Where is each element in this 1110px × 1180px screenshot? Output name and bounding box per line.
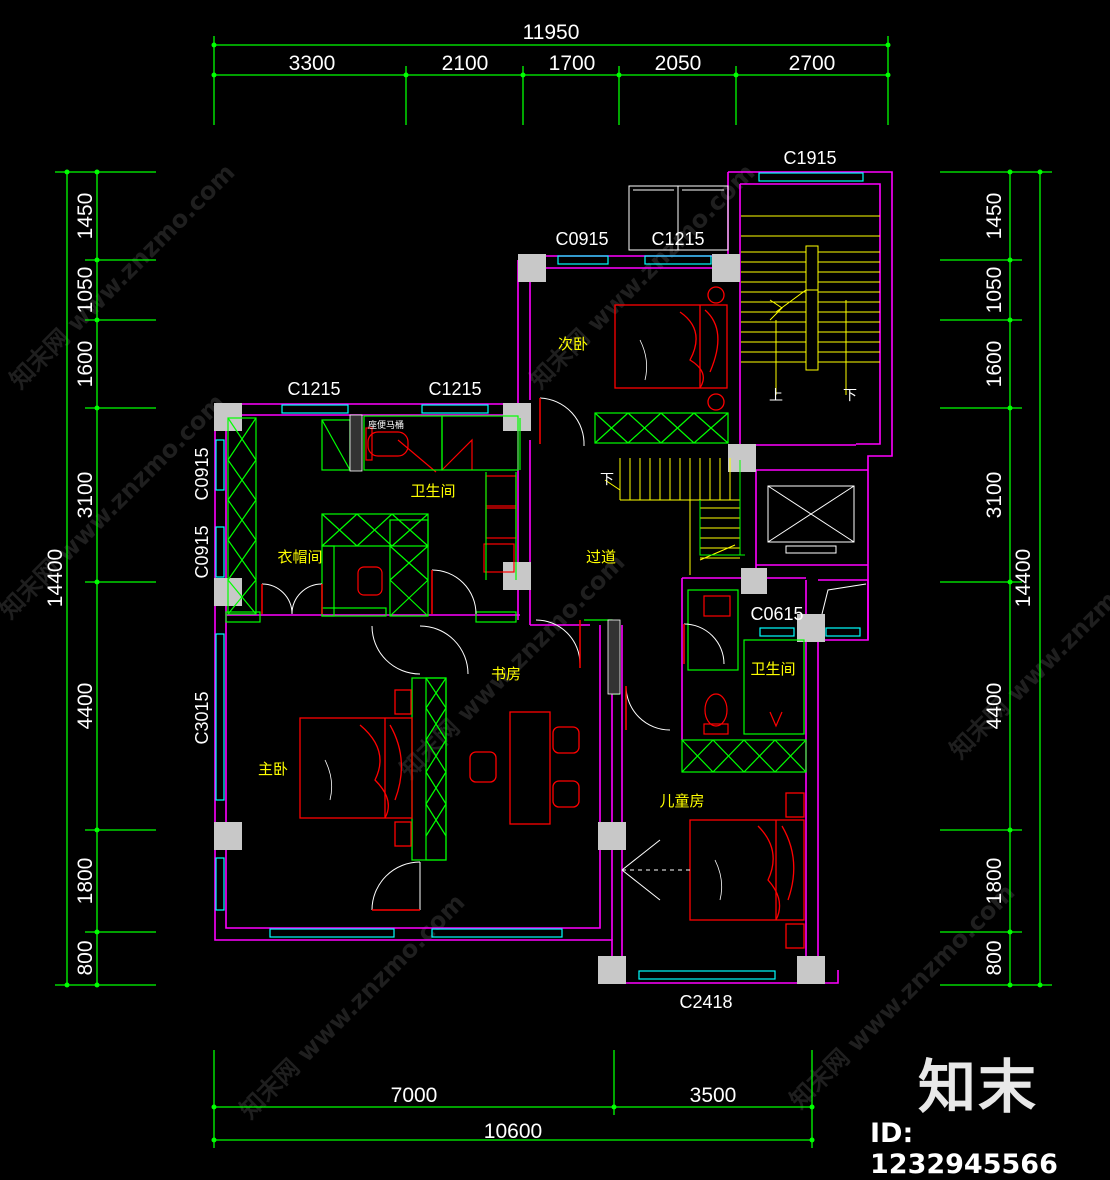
- dimension-ticks: [64, 42, 1043, 1143]
- window-label-c1215-top: C1215: [651, 229, 704, 249]
- dim-right-7: 800: [983, 940, 1006, 975]
- column-7: [503, 562, 531, 590]
- second-bedroom-wardrobe: [594, 412, 729, 444]
- watermark-text-1: 知末网 www.znzmo.com: [4, 158, 240, 394]
- bay-window: [628, 185, 729, 251]
- dim-left-6: 1800: [74, 858, 97, 905]
- brand-logo: 知末: [918, 1053, 1039, 1121]
- column-13: [797, 956, 825, 984]
- room-label-study: 书房: [491, 665, 521, 683]
- stair-down-label-2: 下: [600, 472, 614, 488]
- column-12: [598, 956, 626, 984]
- watermark-text-2: 知末网 www.znzmo.com: [0, 388, 230, 624]
- bathroom-2-sink-toilet: [703, 595, 783, 735]
- bathroom-1-partitions: [321, 415, 521, 580]
- stair-up-label: 上: [769, 388, 783, 404]
- door-leaves: [261, 398, 685, 911]
- closet-shelving: [225, 417, 517, 623]
- window-label-c1215-b: C1215: [428, 379, 481, 399]
- dim-left-4: 3100: [74, 472, 97, 519]
- dim-right-total: 14400: [1012, 549, 1035, 607]
- dim-right-3: 1600: [983, 341, 1006, 388]
- master-bed: [299, 689, 413, 847]
- window-label-c2418: C2418: [679, 992, 732, 1012]
- column-10: [214, 822, 242, 850]
- dim-bottom-2: 3500: [690, 1084, 737, 1107]
- dim-top-5: 2700: [789, 52, 836, 75]
- dim-right-2: 1050: [983, 267, 1006, 314]
- room-label-kids-room: 儿童房: [659, 792, 704, 810]
- dim-top-2: 2100: [442, 52, 489, 75]
- column-9: [797, 614, 825, 642]
- bathroom-2-fixtures: [681, 589, 807, 773]
- window-label-c1915: C1915: [783, 148, 836, 168]
- window-label-c0915-left-b: C0915: [192, 525, 212, 578]
- kids-bed: [689, 792, 805, 949]
- window-label-c0615: C0615: [750, 604, 803, 624]
- dim-top-3: 1700: [549, 52, 596, 75]
- column-8: [741, 568, 767, 594]
- room-label-bathroom-1: 卫生间: [410, 482, 455, 500]
- elevator-shaft: [767, 485, 867, 615]
- column-2: [712, 254, 740, 282]
- dim-bottom-1: 7000: [391, 1084, 438, 1107]
- columns: [214, 254, 825, 984]
- image-id: ID: 1232945566: [870, 1118, 1058, 1180]
- dim-top-total: 11950: [523, 21, 580, 44]
- window-label-c1215-a: C1215: [287, 379, 340, 399]
- stair-rails: [699, 460, 745, 556]
- dim-left-7: 800: [74, 940, 97, 975]
- dim-right-6: 1800: [983, 858, 1006, 905]
- bathroom-1-brick: [349, 414, 363, 472]
- dim-left-1: 1450: [74, 193, 97, 240]
- window-label-c0915-left-a: C0915: [192, 447, 212, 500]
- walls: [214, 171, 893, 984]
- dim-right-1: 1450: [983, 193, 1006, 240]
- dim-left-3: 1600: [74, 341, 97, 388]
- second-bedroom-bed: [614, 286, 728, 411]
- watermark-pattern: 知末网 www.znzmo.com 知末网 www.znzmo.com 知末网 …: [0, 158, 1110, 1124]
- bathroom-1-fixtures: [365, 427, 517, 573]
- column-4: [503, 403, 531, 431]
- closet-stool: [357, 566, 383, 596]
- dim-left-2: 1050: [74, 267, 97, 314]
- dim-left-5: 4400: [74, 683, 97, 730]
- column-11: [598, 822, 626, 850]
- study-furniture: [469, 711, 580, 825]
- room-label-corridor: 过道: [586, 548, 616, 566]
- room-label-closet: 衣帽间: [277, 548, 322, 566]
- dim-top-4: 2050: [655, 52, 702, 75]
- column-5: [728, 444, 756, 472]
- toilet-label: 座便马桶: [368, 419, 404, 431]
- study-brick: [607, 619, 621, 695]
- dim-left-total: 14400: [44, 549, 67, 607]
- dim-bottom-total: 10600: [484, 1120, 542, 1143]
- dim-right-5: 4400: [983, 683, 1006, 730]
- window-label-c3015: C3015: [192, 691, 212, 744]
- dim-right-4: 3100: [983, 472, 1006, 519]
- room-label-bathroom-2: 卫生间: [750, 660, 795, 678]
- doors: [261, 397, 725, 911]
- dimension-lines: [55, 36, 1052, 1148]
- column-1: [518, 254, 546, 282]
- window-label-c0915-top: C0915: [555, 229, 608, 249]
- room-label-second-bedroom: 次卧: [558, 335, 588, 353]
- stair-down-label: 下: [843, 388, 857, 404]
- room-label-master-bedroom: 主卧: [258, 760, 288, 778]
- dim-top-1: 3300: [289, 52, 336, 75]
- windows: [215, 172, 864, 980]
- stairs: [604, 215, 880, 575]
